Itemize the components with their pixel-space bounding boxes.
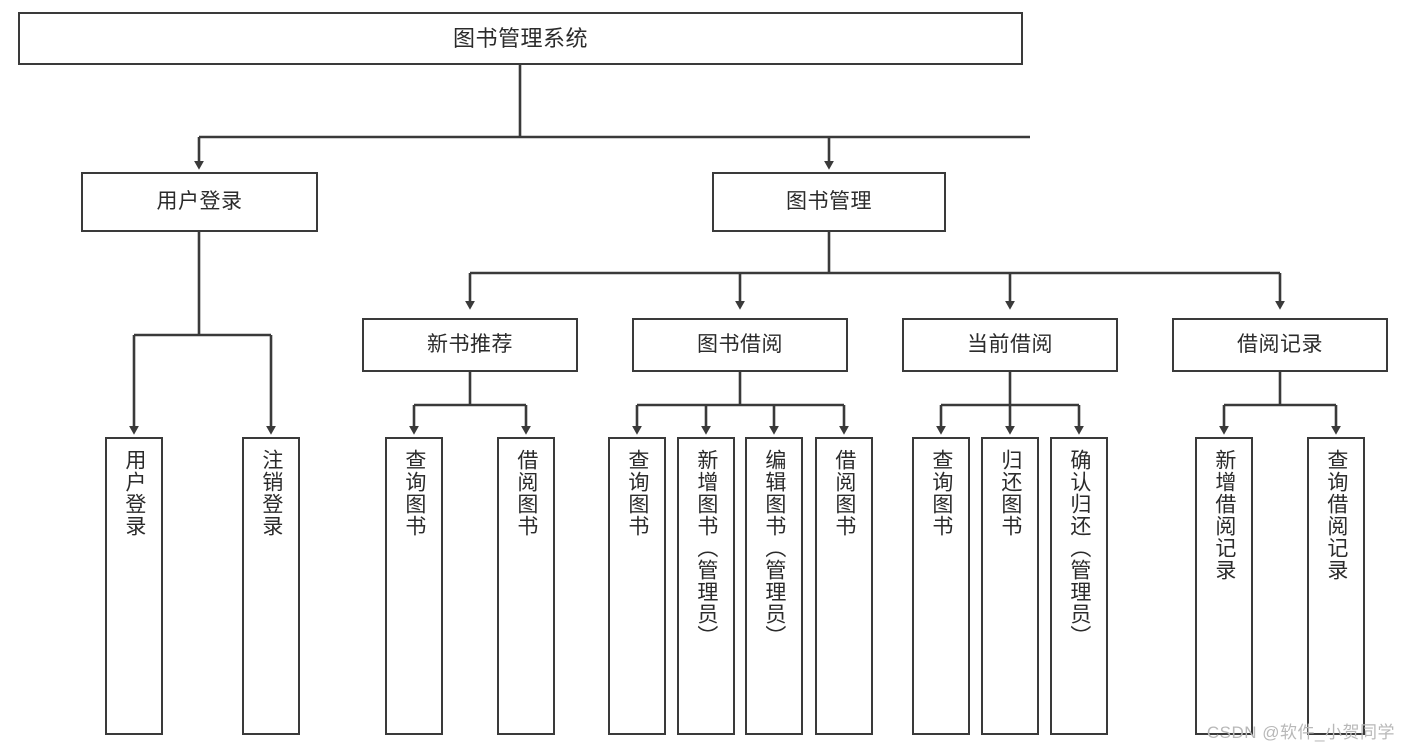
node-book-management[interactable]: 图书管理: [712, 172, 946, 232]
node-label: 用户登录: [122, 449, 146, 537]
leaf-query-books-recommendation[interactable]: 查询图书: [385, 437, 443, 735]
node-label: 归还图书: [998, 449, 1022, 537]
node-label: 图书管理系统: [452, 25, 588, 51]
node-label: 确认归还（管理员）: [1067, 449, 1091, 647]
node-label: 编辑图书（管理员）: [762, 449, 786, 647]
node-label: 借阅图书: [514, 449, 538, 537]
leaf-add-borrowing-record[interactable]: 新增借阅记录: [1195, 437, 1253, 735]
node-label: 新增借阅记录: [1212, 449, 1236, 581]
leaf-borrow-books-borrowing[interactable]: 借阅图书: [815, 437, 873, 735]
node-label: 用户登录: [156, 189, 243, 213]
node-label: 新书推荐: [427, 332, 513, 356]
node-borrowing-records[interactable]: 借阅记录: [1172, 318, 1388, 372]
leaf-confirm-return-admin[interactable]: 确认归还（管理员）: [1050, 437, 1108, 735]
leaf-edit-book-admin[interactable]: 编辑图书（管理员）: [745, 437, 803, 735]
leaf-query-books-borrowing[interactable]: 查询图书: [608, 437, 666, 735]
node-label: 注销登录: [259, 449, 283, 537]
leaf-borrow-books-recommendation[interactable]: 借阅图书: [497, 437, 555, 735]
node-label: 新增图书（管理员）: [694, 449, 718, 647]
node-label: 查询图书: [929, 449, 953, 537]
node-label: 图书管理: [786, 189, 872, 213]
node-label: 图书借阅: [697, 332, 783, 356]
node-root-book-management-system[interactable]: 图书管理系统: [18, 12, 1023, 65]
node-label: 查询借阅记录: [1324, 449, 1348, 581]
node-label: 借阅记录: [1237, 332, 1323, 356]
leaf-return-books[interactable]: 归还图书: [981, 437, 1039, 735]
node-label: 查询图书: [402, 449, 426, 537]
node-label: 借阅图书: [832, 449, 856, 537]
node-label: 当前借阅: [967, 332, 1053, 356]
leaf-user-login[interactable]: 用户登录: [105, 437, 163, 735]
leaf-add-book-admin[interactable]: 新增图书（管理员）: [677, 437, 735, 735]
node-label: 查询图书: [625, 449, 649, 537]
node-current-borrowing[interactable]: 当前借阅: [902, 318, 1118, 372]
watermark-text: CSDN @软件_小贺同学: [1206, 723, 1395, 742]
node-new-book-recommendation[interactable]: 新书推荐: [362, 318, 578, 372]
leaf-query-borrowing-record[interactable]: 查询借阅记录: [1307, 437, 1365, 735]
leaf-query-books-current[interactable]: 查询图书: [912, 437, 970, 735]
leaf-logout[interactable]: 注销登录: [242, 437, 300, 735]
node-book-borrowing[interactable]: 图书借阅: [632, 318, 848, 372]
node-user-login[interactable]: 用户登录: [81, 172, 318, 232]
